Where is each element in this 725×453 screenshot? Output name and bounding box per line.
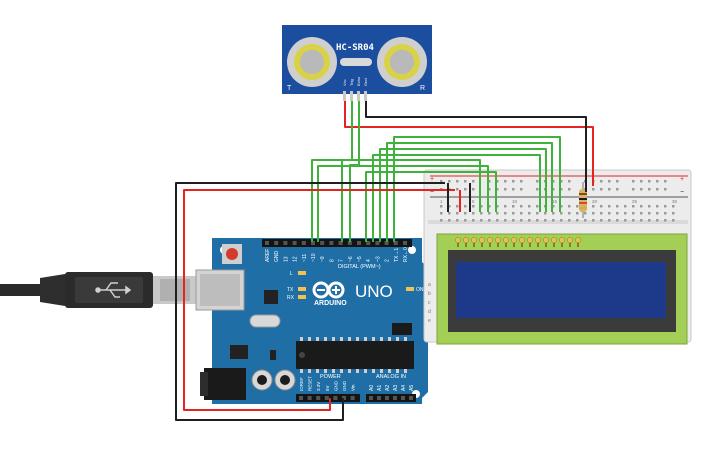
row-letter: b	[428, 291, 431, 297]
power-pin-label: 3.3V	[316, 382, 321, 391]
wire-d6-lcd	[365, 171, 497, 242]
rail-minus-left: −	[430, 189, 434, 196]
column-number: 1	[440, 199, 443, 204]
digital-pin-label: AREF	[265, 249, 271, 262]
board-leds: L TX RX ON	[287, 271, 424, 301]
usb-symbol-icon	[95, 282, 132, 298]
led-label-l: L	[290, 271, 293, 277]
digital-pin-label: ~5	[357, 256, 363, 262]
rail-plus-left: +	[430, 176, 434, 183]
digital-pin-label: ~9	[320, 256, 326, 262]
power-pin-label: RESET	[308, 376, 313, 391]
digital-pin-label: 13	[283, 256, 289, 262]
sensor-pin-label: Gnd	[363, 78, 368, 86]
digital-pin-label: 7	[339, 259, 345, 262]
usb-cable	[0, 272, 197, 308]
column-number: 15	[552, 199, 558, 204]
digital-pin-label: TX→1	[394, 248, 400, 262]
analog-header-title: ANALOG IN	[376, 374, 406, 380]
row-letter: e	[428, 318, 431, 324]
wire-d11-lcd	[317, 165, 489, 242]
digital-pin-label: ~10	[311, 253, 317, 262]
digital-pin-label: GND	[274, 251, 280, 263]
sensor-corner-right: R	[420, 85, 425, 92]
digital-pin-label: 4	[366, 259, 372, 262]
column-number: 5	[472, 199, 475, 204]
digital-pin-label: ~3	[375, 256, 381, 262]
sensor-name: HC-SR04	[336, 43, 375, 53]
wires	[175, 101, 594, 421]
digital-header-title: DIGITAL (PWM~)	[338, 264, 381, 270]
sensor-pins	[343, 91, 367, 101]
row-letter: d	[428, 309, 431, 315]
atmega-chip	[296, 337, 414, 373]
power-pin-label: GND	[342, 380, 347, 391]
power-pin-label: 5V	[325, 385, 330, 391]
sensor-corner-left: T	[287, 85, 292, 92]
analog-pin-label: A0	[369, 385, 375, 391]
sensor-pin-label: Vcc	[342, 79, 347, 86]
power-pin-label: Vin	[351, 384, 356, 391]
reset-button[interactable]	[222, 244, 242, 264]
column-number: 25	[632, 199, 638, 204]
power-pin-label: GND	[333, 380, 338, 391]
wire-d12-lcd	[311, 159, 481, 242]
analog-pin-label: A5	[409, 385, 415, 391]
lcd-display	[436, 233, 688, 345]
wire-sensor-vcc	[344, 101, 594, 186]
wire-gnd-rail	[175, 182, 445, 421]
analog-pin-label: A4	[401, 385, 407, 391]
wire-sensor-gnd	[365, 101, 587, 192]
led-label-rx: RX	[287, 295, 295, 301]
wire-d4-lcd	[379, 148, 547, 242]
wire-d3-lcd	[386, 142, 553, 242]
digital-pin-label: 2	[385, 259, 391, 262]
resistor	[579, 182, 587, 218]
digital-pin-label: 12	[293, 256, 299, 262]
digital-pin-label: ~6	[348, 256, 354, 262]
arduino-model: UNO	[355, 282, 393, 301]
power-header-title: POWER	[320, 374, 341, 380]
sensor-pin-label: Echo	[356, 76, 361, 86]
digital-pin-label: ~11	[302, 254, 308, 262]
column-number: 10	[512, 199, 518, 204]
analog-pin-label: A3	[393, 385, 399, 391]
rail-minus-right: −	[680, 189, 684, 196]
arduino-brand: ARDUINO	[314, 300, 347, 307]
power-pin-label: IOREF	[299, 377, 304, 391]
wire-d5-lcd	[372, 154, 541, 242]
row-letter: a	[428, 282, 431, 288]
digital-pin-label: RX←0	[403, 247, 409, 262]
analog-pin-label: A1	[377, 385, 383, 391]
led-label-tx: TX	[287, 287, 294, 293]
arduino-infinity-logo	[312, 281, 345, 299]
column-number: 30	[672, 199, 678, 204]
digital-pin-label: 8	[329, 259, 335, 262]
column-number: 20	[592, 199, 598, 204]
analog-pin-label: A2	[385, 385, 391, 391]
rail-plus-right: +	[680, 176, 684, 183]
sensor-pin-label: Trig	[349, 79, 354, 86]
wire-5v-rail	[183, 189, 455, 411]
led-label-on: ON	[416, 287, 424, 293]
row-letter: c	[428, 300, 431, 306]
